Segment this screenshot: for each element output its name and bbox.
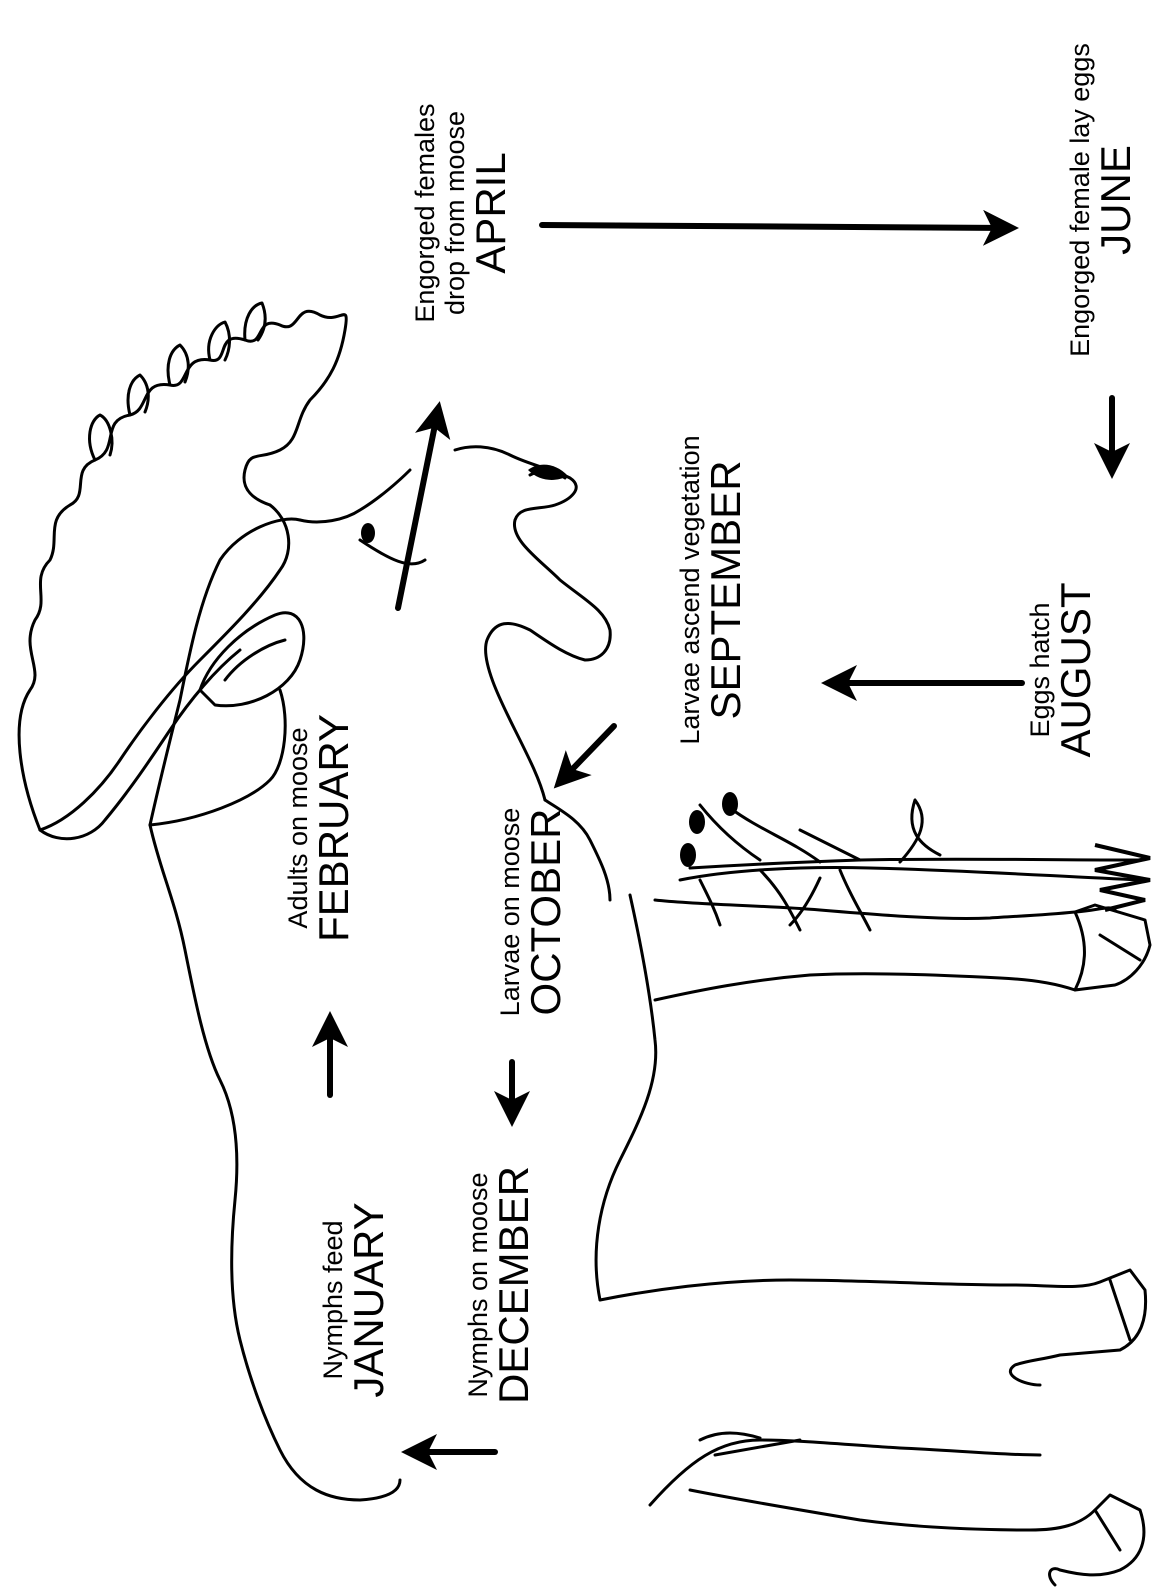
arrow-april-to-june-icon bbox=[542, 225, 1010, 228]
stage-october-caption: Larvae on moose bbox=[495, 777, 525, 1047]
stage-august-caption: Eggs hatch bbox=[1025, 570, 1055, 770]
stage-february-month: FEBRUARY bbox=[313, 693, 355, 963]
stage-april: Engorged females drop from moose APRIL bbox=[410, 63, 540, 363]
arrow-february-to-april-icon bbox=[398, 410, 438, 608]
stage-april-caption-1: Engorged females bbox=[410, 63, 440, 363]
stage-february: Adults on moose FEBRUARY bbox=[283, 693, 373, 963]
stage-august-month: AUGUST bbox=[1055, 570, 1097, 770]
stage-december-month: DECEMBER bbox=[493, 1140, 535, 1430]
stage-october: Larvae on moose OCTOBER bbox=[495, 777, 585, 1047]
stage-january: Nymphs feed JANUARY bbox=[318, 1180, 408, 1420]
stage-september-caption: Larvae ascend vegetation bbox=[675, 400, 705, 780]
arrow-september-to-october-icon bbox=[560, 726, 614, 782]
stage-january-caption: Nymphs feed bbox=[318, 1180, 348, 1420]
stage-september-month: SEPTEMBER bbox=[705, 400, 747, 780]
stage-august: Eggs hatch AUGUST bbox=[1025, 570, 1115, 770]
stage-june-caption: Engorged female lay eggs bbox=[1065, 10, 1095, 390]
stage-december-caption: Nymphs on moose bbox=[463, 1140, 493, 1430]
stage-june: Engorged female lay eggs JUNE bbox=[1065, 10, 1155, 390]
stage-june-month: JUNE bbox=[1095, 10, 1137, 390]
stage-april-month: APRIL bbox=[470, 63, 512, 363]
stage-october-month: OCTOBER bbox=[525, 777, 567, 1047]
moose-body-icon bbox=[150, 447, 1150, 1585]
stage-january-month: JANUARY bbox=[348, 1180, 390, 1420]
stage-april-caption-2: drop from moose bbox=[440, 63, 470, 363]
moose-eye-icon bbox=[361, 523, 375, 543]
stage-february-caption: Adults on moose bbox=[283, 693, 313, 963]
stage-december: Nymphs on moose DECEMBER bbox=[463, 1140, 553, 1430]
stage-september: Larvae ascend vegetation SEPTEMBER bbox=[675, 400, 765, 780]
